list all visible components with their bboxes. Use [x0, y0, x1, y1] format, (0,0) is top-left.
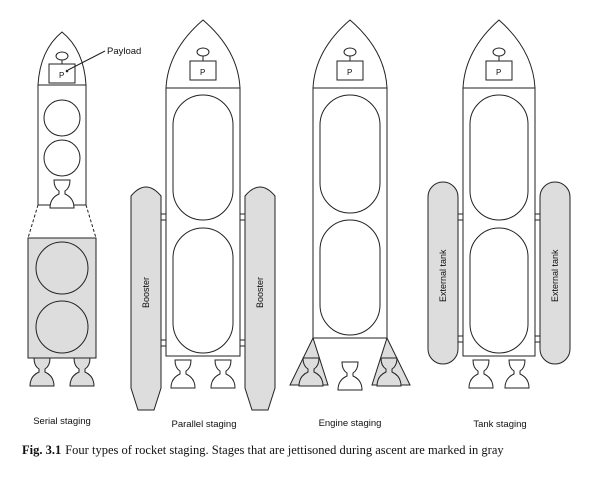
figure-number: Fig. 3.1 — [22, 443, 62, 457]
caption-text: Four types of rocket staging. Stages tha… — [65, 443, 504, 457]
payload-label: Payload — [107, 46, 141, 57]
parallel-staging-label: Parallel staging — [172, 419, 237, 430]
rocket-engine: P Engine staging — [289, 19, 411, 429]
payload-box — [189, 60, 217, 81]
external-tank-left-label: External tank — [438, 249, 448, 302]
rocket-parallel: P Booster Booster Parallel staging — [130, 19, 276, 430]
payload-box — [336, 60, 364, 81]
payload-letter: P — [496, 68, 501, 77]
booster-left-label: Booster — [141, 277, 151, 308]
booster-left — [130, 186, 162, 411]
engine-staging-label: Engine staging — [319, 418, 382, 429]
external-tank-right-label: External tank — [550, 249, 560, 302]
payload-letter: P — [200, 68, 205, 77]
payload-letter: P — [347, 68, 352, 77]
external-tank-left — [427, 181, 459, 365]
tank-staging-label: Tank staging — [473, 419, 526, 430]
booster-right-label: Booster — [255, 277, 265, 308]
payload-box — [48, 63, 76, 84]
payload-letter: P — [59, 71, 64, 80]
rocket-staging-diagram: P Payload Serial staging P — [27, 19, 571, 430]
payload-box — [485, 60, 513, 81]
payload-antenna — [55, 51, 69, 61]
external-tank-right — [539, 181, 571, 365]
rocket-serial: P Payload Serial staging — [27, 31, 141, 427]
booster-right — [244, 186, 276, 411]
serial-staging-label: Serial staging — [33, 416, 91, 427]
rocket-tank: P External tank External tank Tank stagi… — [427, 19, 571, 430]
